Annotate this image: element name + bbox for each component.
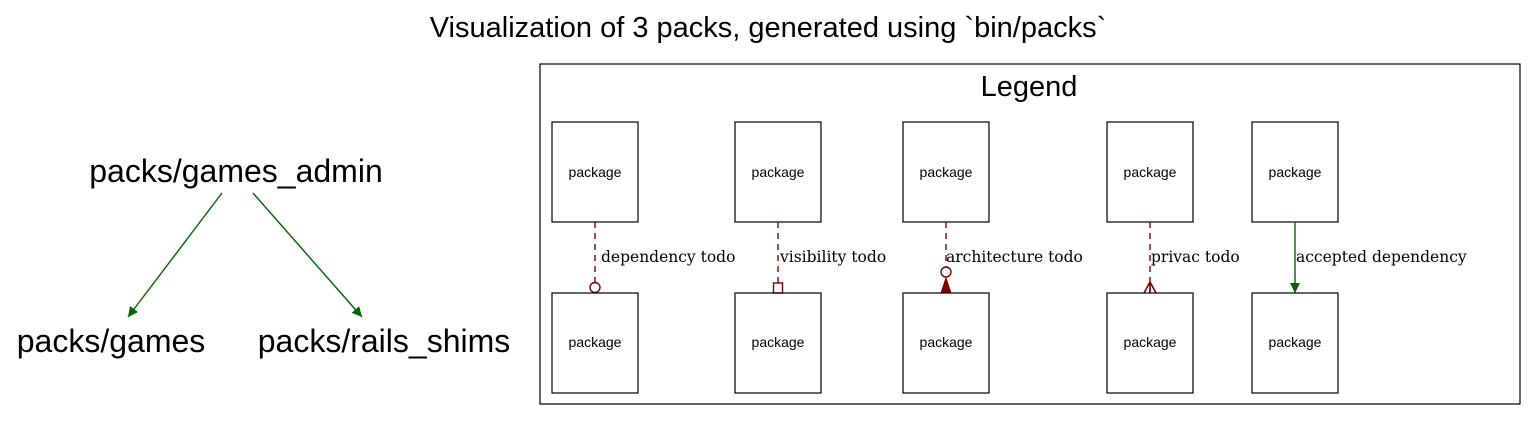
- legend-entry-privacy-todo: package privac todo package: [1106, 121, 1240, 394]
- legend-edge-label: privac todo: [1151, 248, 1240, 266]
- legend-node-target: [734, 292, 822, 394]
- legend-entry-dependency-todo: package dependency todo package: [551, 121, 735, 394]
- legend-node-label: package: [1269, 334, 1322, 350]
- legend-node-label: package: [752, 334, 805, 350]
- legend-edge-label: dependency todo: [601, 248, 735, 266]
- legend-edge-label: visibility todo: [779, 248, 886, 266]
- pack-node-games: packs/games: [17, 323, 206, 359]
- legend-node-label: package: [920, 164, 973, 180]
- circle-arrowhead-icon: [940, 266, 952, 278]
- diagram-title: Visualization of 3 packs, generated usin…: [430, 12, 1107, 44]
- legend-node-label: package: [569, 334, 622, 350]
- legend-edge-label: architecture todo: [946, 248, 1083, 266]
- legend-entry-architecture-todo: package architecture todo package: [902, 121, 1083, 394]
- legend-entry-visibility-todo: package visibility todo package: [734, 121, 886, 394]
- legend-node-label: package: [752, 164, 805, 180]
- legend-frame: [539, 63, 1521, 405]
- legend-node-label: package: [1124, 164, 1177, 180]
- legend-node-label: package: [569, 164, 622, 180]
- legend: Legend package dependency todo package p…: [539, 63, 1521, 405]
- pack-node-rails-shims: packs/rails_shims: [258, 323, 511, 359]
- legend-title: Legend: [981, 71, 1078, 103]
- legend-node-label: package: [1269, 164, 1322, 180]
- legend-edge-label: accepted dependency: [1296, 248, 1467, 266]
- legend-entry-accepted-dependency: package accepted dependency package: [1251, 121, 1467, 394]
- pack-node-games-admin: packs/games_admin: [89, 153, 382, 189]
- square-arrowhead-icon: [772, 282, 784, 294]
- legend-node-target: [1106, 292, 1194, 394]
- legend-node-target: [1251, 292, 1339, 394]
- pack-edge-games-admin-to-rails-shims: [252, 192, 363, 318]
- circle-arrowhead-icon: [589, 281, 601, 294]
- legend-node-label: package: [920, 334, 973, 350]
- filled-arrowhead-icon: [940, 276, 952, 294]
- pack-edge-games-admin-to-games: [127, 192, 223, 318]
- crow-arrowhead-icon: [1143, 280, 1157, 294]
- legend-node-label: package: [1124, 334, 1177, 350]
- legend-node-target: [551, 292, 639, 394]
- legend-node-target: [902, 292, 990, 394]
